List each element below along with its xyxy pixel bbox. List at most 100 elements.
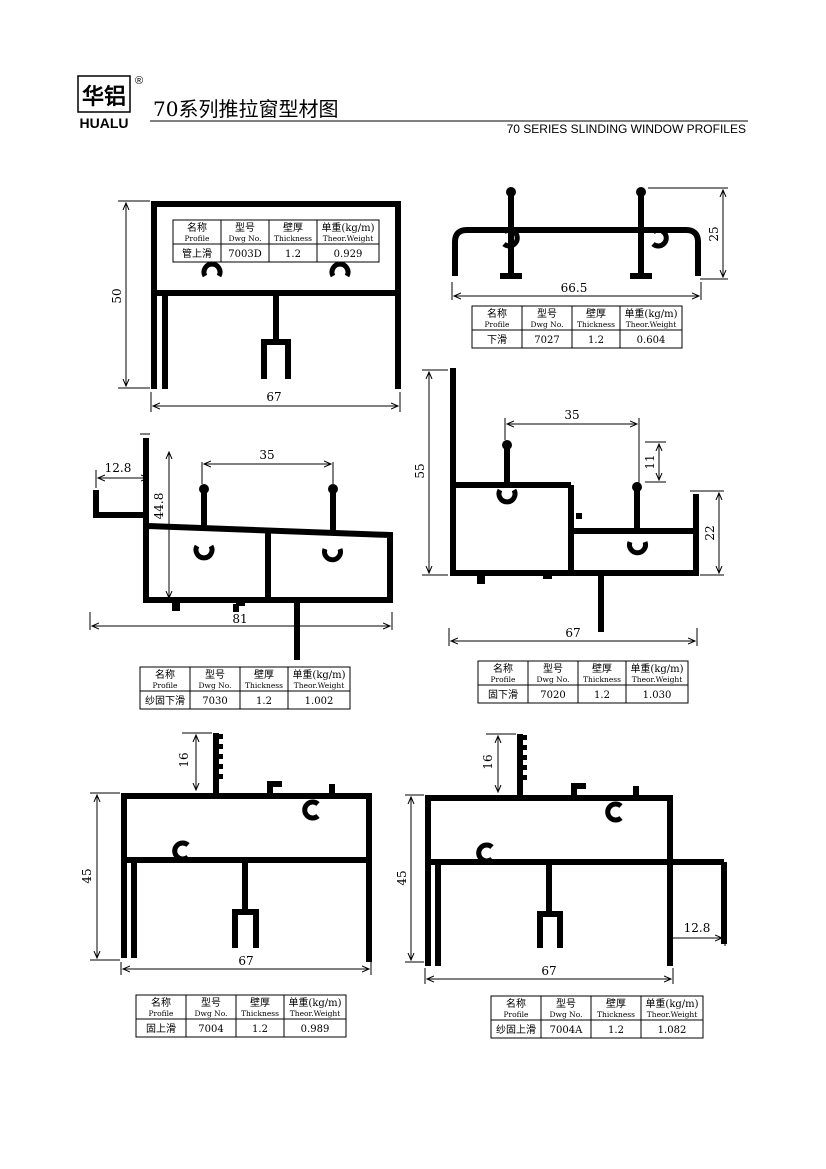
header-weight-en: Theor.Weight [626,320,677,329]
dim-track: 16 [177,752,191,767]
dwg-no: 7030 [202,696,227,707]
dim-height: 25 [707,226,721,241]
dim-bead-height: 11 [643,454,657,469]
header-dwg-no-cn: 型号 [205,668,225,681]
registered-mark: ® [135,75,143,87]
profile-7004a-teeth [523,735,527,780]
weight: 0.604 [637,335,666,346]
header-profile-name-cn: 名称 [151,996,171,1009]
profile-7027-beads [506,187,646,197]
header-weight-cn: 单重(kg/m) [630,662,683,675]
title-en: 70 SERIES SLINDING WINDOW PROFILES [507,122,746,136]
profile-7020-hooks [496,488,648,556]
weight: 0.929 [334,249,363,260]
header-weight-en: Theor.Weight [323,234,374,243]
dim-spacing: 35 [564,408,579,422]
brand-en: HUALU [80,115,129,131]
header-profile-name-cn: 名称 [493,662,513,675]
header-dwg-no-en: Dwg No. [550,1010,583,1019]
header-dwg-no-cn: 型号 [556,997,576,1010]
header-dwg-no-en: Dwg No. [537,675,570,684]
header-thickness-cn: 壁厚 [250,996,270,1009]
dwg-no: 7027 [534,335,559,346]
header-dwg-no-cn: 型号 [235,221,255,234]
header-thickness-en: Thickness [583,675,621,684]
dim-step-height: 22 [703,525,717,540]
header-profile-name-cn: 名称 [506,997,526,1010]
profile-7004a-section [425,734,727,966]
dim-lip: 12.8 [684,921,711,935]
dim-height: 50 [110,288,124,303]
thickness: 1.2 [285,249,301,260]
header-weight-cn: 单重(kg/m) [288,996,341,1009]
profile-7027-hooks [502,227,669,249]
profile-7004-teeth [219,734,223,779]
header-weight-en: Theor.Weight [632,675,683,684]
header-dwg-no-en: Dwg No. [199,681,232,690]
dim-width: 67 [541,964,556,978]
header-profile-name-en: Profile [185,234,211,243]
header-profile-name-en: Profile [149,1009,175,1018]
profile-7004-hooks [172,799,320,862]
profile-7020: 35 55 11 22 67 [413,368,724,646]
header-weight-en: Theor.Weight [290,1009,341,1018]
profile-7004a: 16 45 12.8 67 [395,733,727,984]
header-profile-name-cn: 名称 [487,307,507,320]
brand-cn: 华铝 [82,84,126,110]
header-weight-cn: 单重(kg/m) [292,668,345,681]
header-profile-name-en: Profile [153,681,179,690]
weight: 1.082 [658,1025,687,1036]
dim-track: 16 [481,754,495,769]
profile-name: 固下滑 [488,689,518,701]
profile-name: 管上滑 [182,247,212,260]
thickness: 1.2 [256,696,272,707]
header-weight-en: Theor.Weight [647,1010,698,1019]
dwg-no: 7020 [540,690,565,701]
header-dwg-no-cn: 型号 [543,662,563,675]
header-dwg-no-en: Dwg No. [531,320,564,329]
header-thickness-cn: 壁厚 [592,662,612,675]
header-weight-cn: 单重(kg/m) [645,997,698,1010]
dim-width: 67 [565,626,580,640]
profile-7030-beads [172,484,338,611]
profile-7027-section [452,194,701,279]
header-thickness-en: Thickness [245,681,283,690]
dim-height: 55 [413,463,427,478]
dim-lip: 12.8 [105,461,132,475]
profile-7020-section [450,368,699,632]
profile-7004a-dimensions [405,733,726,984]
profile-7030-dimensions [89,433,393,630]
header-dwg-no-cn: 型号 [537,307,557,320]
header-thickness-cn: 壁厚 [606,997,626,1010]
brand-logo: 华铝 HUALU ® [77,75,143,131]
profile-7004-section [121,733,372,962]
profile-7020-dimensions [422,369,724,646]
header-dwg-no-en: Dwg No. [229,234,262,243]
header-dwg-no-en: Dwg No. [195,1009,228,1018]
title-cn: 70系列推拉窗型材图 [153,97,338,121]
profile-7030-section [93,438,393,660]
weight: 0.989 [301,1024,330,1035]
profile-7020-beads [477,440,642,584]
profile-7003d-section [151,201,401,389]
header-thickness-en: Thickness [597,1010,635,1019]
dwg-no: 7003D [228,249,261,260]
profile-7004-dimensions [90,732,372,975]
profile-7003d: 50 67 [110,200,401,412]
weight: 1.030 [643,690,672,701]
profile-7027: 25 66.5 [451,187,728,300]
header-thickness-cn: 壁厚 [586,307,606,320]
dim-width: 67 [238,954,253,968]
header-thickness-cn: 壁厚 [283,221,303,234]
thickness: 1.2 [588,335,604,346]
thickness: 1.2 [252,1024,268,1035]
profile-7003d-hooks [201,261,351,278]
weight: 1.002 [305,696,334,707]
profile-name: 下滑 [487,334,507,346]
thickness: 1.2 [608,1025,624,1036]
